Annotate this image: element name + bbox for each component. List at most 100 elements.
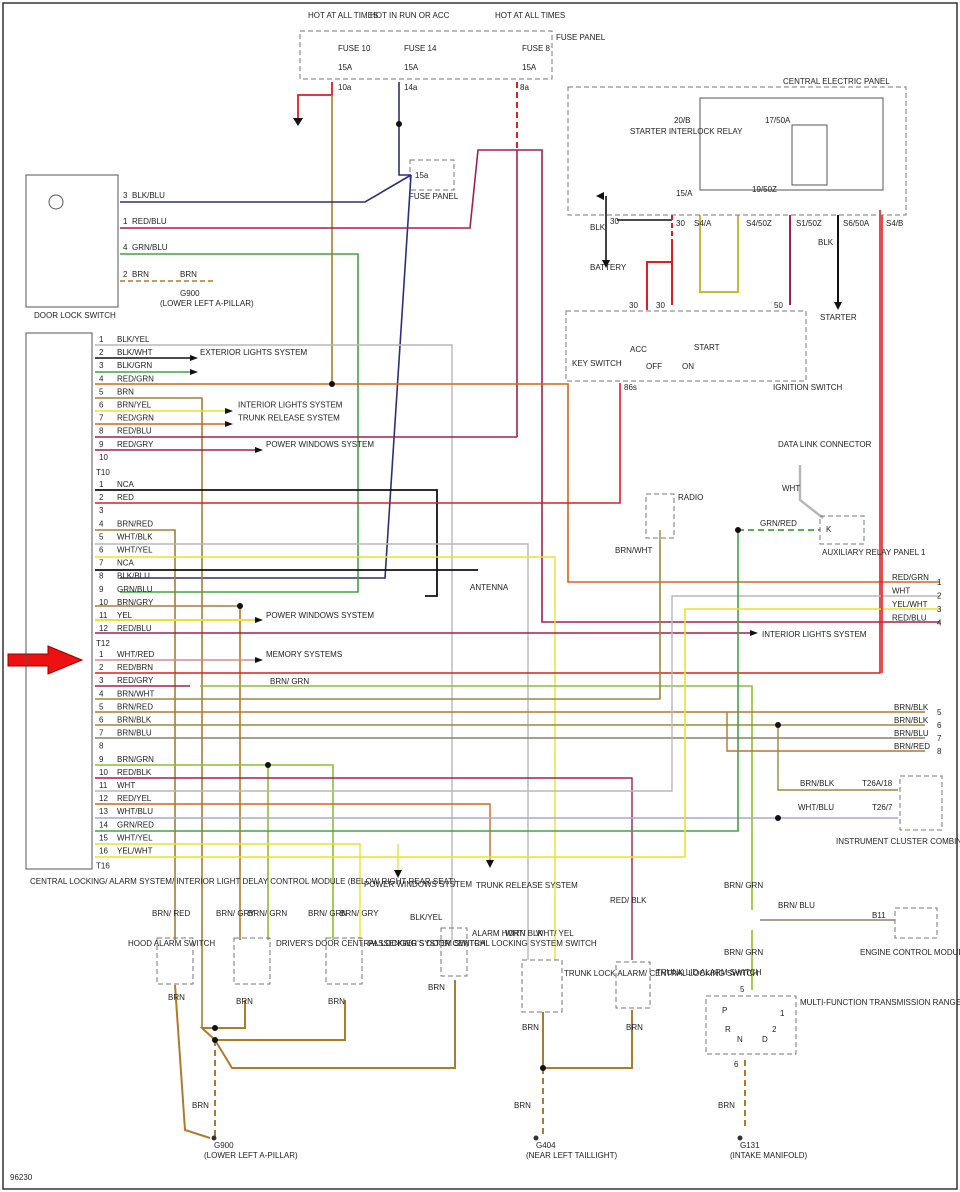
ignition-pos-off: OFF bbox=[646, 362, 662, 371]
module-pin-wire: RED/BLK bbox=[117, 768, 152, 777]
range-wire-top: BRN/ GRN bbox=[724, 881, 763, 890]
switch-box bbox=[233, 937, 271, 985]
ecm-wire: BRN/ BLU bbox=[778, 901, 815, 910]
red-pointer-arrow bbox=[7, 645, 84, 675]
fuse-14-name: FUSE 14 bbox=[404, 44, 437, 53]
wire-t12-1 bbox=[95, 489, 438, 597]
door-pin-1-num: 1 bbox=[123, 217, 128, 226]
module-pin-num: 2 bbox=[99, 663, 104, 672]
module-pin-wire: YEL bbox=[117, 611, 133, 620]
fuse-8-name: FUSE 8 bbox=[522, 44, 551, 53]
ground-id: G900 bbox=[214, 1141, 234, 1150]
cluster-wire-1: BRN/BLK bbox=[800, 779, 835, 788]
right-conn-wire: RED/GRN bbox=[892, 573, 929, 582]
module-pin-num: 7 bbox=[99, 414, 104, 423]
interior-lights-right: INTERIOR LIGHTS SYSTEM bbox=[762, 630, 867, 639]
wire-ground-bus-left bbox=[199, 1000, 346, 1041]
switch-wire-bottom: BRN bbox=[168, 993, 185, 1002]
right-connector: RED/GRN1WHT2YEL/WHT3RED/BLU4BRN/BLK5BRN/… bbox=[892, 573, 942, 756]
panel-pin-s1-50z: S1/50Z bbox=[796, 219, 822, 228]
splice-dot bbox=[735, 527, 741, 533]
module-pin-wire: GRN/RED bbox=[117, 820, 154, 829]
switch-wire-bottom: BRN bbox=[236, 997, 253, 1006]
module-pin-wire: RED/GRY bbox=[117, 676, 154, 685]
starter-relay-contacts bbox=[791, 124, 828, 186]
door-pin-1-wire: RED/BLU bbox=[132, 217, 167, 226]
ecm-box bbox=[894, 907, 938, 939]
sub-fuse-pin: 15a bbox=[415, 171, 429, 180]
starter-label: STARTER bbox=[820, 313, 857, 322]
ignition-pin-50: 50 bbox=[774, 301, 783, 310]
module-pin-num: 1 bbox=[99, 335, 104, 344]
arrow-trunk-release-bottom bbox=[486, 860, 494, 868]
battery-pin: 30 bbox=[610, 217, 619, 226]
arrow-battery-bus bbox=[596, 192, 604, 200]
panel-pin-s4-50z: S4/50Z bbox=[746, 219, 772, 228]
module-pin-destination: EXTERIOR LIGHTS SYSTEM bbox=[200, 348, 307, 357]
switch-label: TRUNK LOCK ALARM/ CENTRAL LOCKING SWITCH bbox=[564, 969, 759, 978]
wire-trunk-ground bbox=[542, 1010, 633, 1069]
connector-label: T10 bbox=[96, 468, 110, 477]
fuse-header-2: HOT IN RUN OR ACC bbox=[370, 11, 450, 20]
arrow-trunk-release bbox=[225, 421, 233, 427]
module-pin-num: 4 bbox=[99, 374, 104, 383]
wire-blk-blu-door bbox=[120, 174, 412, 203]
module-pin-destination: POWER WINDOWS SYSTEM bbox=[266, 611, 374, 620]
wires bbox=[95, 82, 940, 1140]
module-pin-num: 9 bbox=[99, 755, 104, 764]
right-conn-wire: BRN/BLK bbox=[894, 703, 929, 712]
door-pin-2-wire: BRN bbox=[132, 270, 149, 279]
arrow-interior-lights bbox=[225, 408, 233, 414]
door-lock-lamp-icon bbox=[48, 194, 64, 210]
g900-top-wire: BRN bbox=[180, 270, 197, 279]
fuse-10-pin: 10a bbox=[338, 83, 352, 92]
right-conn-pin: 8 bbox=[937, 747, 942, 756]
wire-red-30b bbox=[646, 261, 672, 310]
module-pin-wire: RED/GRY bbox=[117, 440, 154, 449]
door-pin-2-num: 2 bbox=[123, 270, 128, 279]
range-pin-5: 5 bbox=[740, 985, 745, 994]
module-pin-num: 6 bbox=[99, 546, 104, 555]
arrow-power-windows-bottom bbox=[394, 870, 402, 878]
splice-dot bbox=[212, 1037, 218, 1043]
ecm-pin: B11 bbox=[872, 911, 886, 920]
module-pin-num: 4 bbox=[99, 519, 104, 528]
right-conn-wire: WHT bbox=[892, 587, 910, 596]
module-pin-wire: BRN/RED bbox=[117, 702, 153, 711]
right-conn-pin: 4 bbox=[937, 619, 942, 628]
right-conn-wire: BRN/BLU bbox=[894, 729, 929, 738]
module-pin-num: 9 bbox=[99, 440, 104, 449]
module-pin-num: 10 bbox=[99, 768, 108, 777]
module-pin-num: 12 bbox=[99, 624, 108, 633]
module-pin-num: 4 bbox=[99, 689, 104, 698]
brn-grn-label: BRN/ GRN bbox=[270, 677, 309, 686]
module-pin-num: 14 bbox=[99, 820, 108, 829]
module-pin-num: 16 bbox=[99, 847, 108, 856]
panel-pin-s4a: S4/A bbox=[694, 219, 712, 228]
arrow-emergency-flasher bbox=[293, 118, 303, 126]
switch-box bbox=[156, 937, 194, 985]
wire-t16-14 bbox=[95, 530, 739, 832]
arrow-power-windows bbox=[255, 447, 263, 453]
module-pin-wire: BRN/GRN bbox=[117, 755, 154, 764]
door-pin-4-wire: GRN/BLU bbox=[132, 243, 168, 252]
module-pin-num: 9 bbox=[99, 585, 104, 594]
switch-label: ALARM HORN bbox=[472, 929, 526, 938]
module-pin-num: 15 bbox=[99, 833, 108, 842]
module-pin-wire: RED/BRN bbox=[117, 663, 153, 672]
module-pin-num: 8 bbox=[99, 427, 104, 436]
starter-relay-outline bbox=[699, 97, 884, 191]
module-pin-wire: RED/BLU bbox=[117, 624, 152, 633]
instrument-cluster-label: INSTRUMENT CLUSTER COMBINATION PROCESSOR bbox=[836, 837, 960, 846]
module-pin-wire: RED/GRN bbox=[117, 374, 154, 383]
central-electric-panel: CENTRAL ELECTRIC PANEL STARTER INTERLOCK… bbox=[567, 77, 907, 228]
battery-wire: BLK bbox=[590, 223, 606, 232]
trunk-release-bottom-label: TRUNK RELEASE SYSTEM bbox=[476, 881, 578, 890]
switch-wire-top: BRN/ GRY bbox=[216, 909, 255, 918]
right-conn-pin: 2 bbox=[937, 592, 942, 601]
ground-wire: BRN bbox=[514, 1101, 531, 1110]
panel-pin-30: 30 bbox=[676, 219, 685, 228]
module-pin-wire: BRN/YEL bbox=[117, 401, 152, 410]
battery-label: BATTERY bbox=[590, 263, 627, 272]
